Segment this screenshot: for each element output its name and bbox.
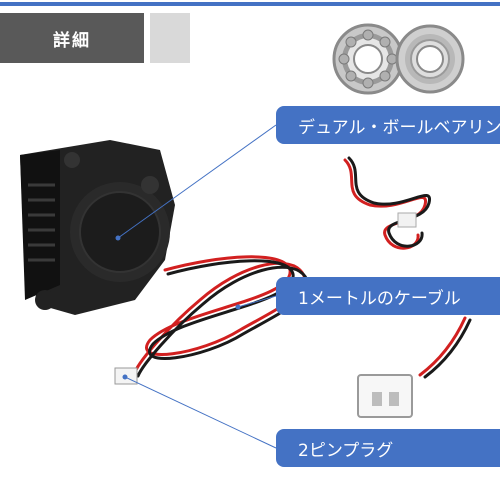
ball-bearing-icon (332, 23, 404, 95)
connector-plug-icon (357, 374, 413, 418)
callout-plug: 2ピンプラグ (276, 429, 500, 467)
section-title: 詳細 (0, 13, 150, 63)
cable-icon (133, 255, 472, 379)
callout-cable-length: 1メートルのケーブル (276, 277, 500, 315)
fan-icon (20, 140, 175, 315)
top-accent-line (0, 2, 500, 6)
cable-icon (343, 156, 431, 250)
callout-dual-ball-bearing: デュアル・ボールベアリング (276, 106, 500, 144)
ball-bearing-icon (395, 24, 465, 94)
